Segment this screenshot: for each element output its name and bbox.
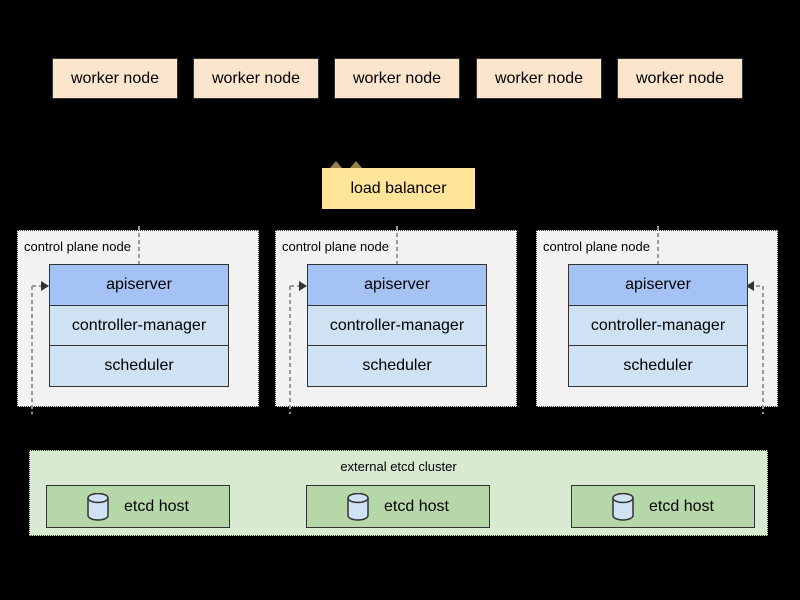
apiserver-label: apiserver xyxy=(106,276,172,293)
worker-node-label: worker node xyxy=(635,69,725,87)
controller-manager-label: controller-manager xyxy=(590,316,726,334)
worker-node-box: worker node xyxy=(476,58,602,99)
control-plane-node-box: control plane node apiserver controller-… xyxy=(17,226,259,414)
etcd-host-box: etcd host xyxy=(306,485,490,528)
external-etcd-cluster-box: external etcd cluster etcd host etcd hos… xyxy=(29,450,768,536)
apiserver-label: apiserver xyxy=(364,276,430,293)
control-plane-node-label: control plane node xyxy=(543,239,650,254)
scheduler-label: scheduler xyxy=(362,357,432,375)
control-plane-component-stack: apiserver controller-manager scheduler xyxy=(568,264,748,388)
etcd-link-dashed-line xyxy=(32,285,46,287)
etcd-link-dashed-line xyxy=(749,285,763,287)
scheduler-box: scheduler xyxy=(49,345,229,388)
arrowhead-icon xyxy=(41,281,49,291)
scheduler-box: scheduler xyxy=(307,345,487,388)
worker-node-box: worker node xyxy=(193,58,319,99)
scheduler-box: scheduler xyxy=(568,345,748,388)
scheduler-label: scheduler xyxy=(104,357,174,375)
apiserver-label: apiserver xyxy=(625,276,691,293)
controller-manager-label: controller-manager xyxy=(71,316,207,334)
apiserver-box: apiserver xyxy=(307,264,487,306)
worker-node-label: worker node xyxy=(211,69,301,87)
etcd-link-dashed-line xyxy=(31,286,33,414)
etcd-host-box: etcd host xyxy=(46,485,230,528)
worker-node-label: worker node xyxy=(70,69,160,87)
controller-manager-box: controller-manager xyxy=(49,304,229,347)
arrowhead-mark-icon xyxy=(350,161,362,168)
apiserver-box: apiserver xyxy=(49,264,229,306)
arrowhead-mark-icon xyxy=(330,161,342,168)
etcd-host-label: etcd host xyxy=(649,497,714,515)
arrowhead-icon xyxy=(299,281,307,291)
worker-node-box: worker node xyxy=(334,58,460,99)
database-cylinder-icon xyxy=(87,492,109,521)
worker-node-box: worker node xyxy=(617,58,743,99)
control-plane-component-stack: apiserver controller-manager scheduler xyxy=(307,264,487,388)
etcd-host-label: etcd host xyxy=(384,497,449,515)
lb-to-apiserver-dashed-line xyxy=(657,226,659,265)
etcd-host-box: etcd host xyxy=(571,485,755,528)
control-plane-component-stack: apiserver controller-manager scheduler xyxy=(49,264,229,388)
lb-to-apiserver-dashed-line xyxy=(138,226,140,265)
worker-node-box: worker node xyxy=(52,58,178,99)
worker-node-label: worker node xyxy=(494,69,584,87)
etcd-link-dashed-line xyxy=(289,286,291,414)
apiserver-box: apiserver xyxy=(568,264,748,306)
controller-manager-box: controller-manager xyxy=(568,304,748,347)
control-plane-node-label: control plane node xyxy=(24,239,131,254)
scheduler-label: scheduler xyxy=(623,357,693,375)
controller-manager-box: controller-manager xyxy=(307,304,487,347)
control-plane-node-label: control plane node xyxy=(282,239,389,254)
lb-to-apiserver-dashed-line xyxy=(396,226,398,265)
arrowhead-icon xyxy=(746,281,754,291)
etcd-host-label: etcd host xyxy=(124,497,189,515)
etcd-link-dashed-line xyxy=(762,286,764,414)
control-plane-node-box: control plane node apiserver controller-… xyxy=(536,226,778,414)
load-balancer-box: load balancer xyxy=(322,161,475,209)
etcd-link-dashed-line xyxy=(290,285,304,287)
database-cylinder-icon xyxy=(347,492,369,521)
database-cylinder-icon xyxy=(612,492,634,521)
load-balancer-label: load balancer xyxy=(350,179,447,197)
worker-node-label: worker node xyxy=(352,69,442,87)
controller-manager-label: controller-manager xyxy=(329,316,465,334)
external-etcd-cluster-label: external etcd cluster xyxy=(340,459,457,474)
control-plane-node-box: control plane node apiserver controller-… xyxy=(275,226,517,414)
